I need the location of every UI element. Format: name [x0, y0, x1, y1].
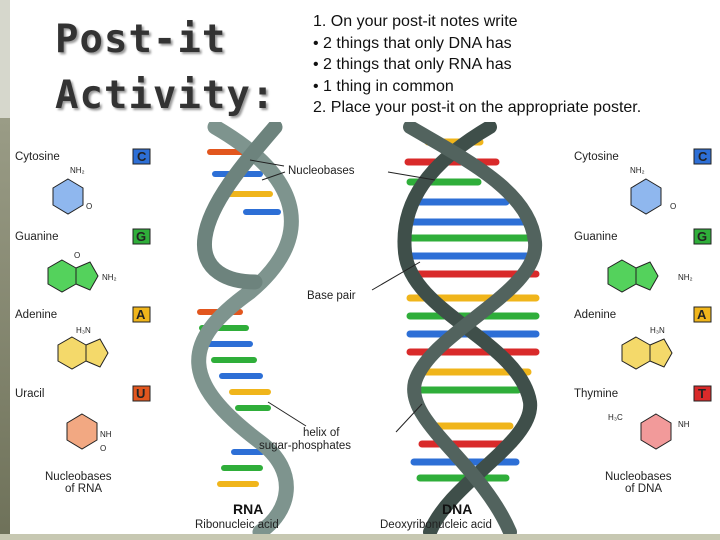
- dna-strand: [403, 122, 543, 534]
- adenine-molecule-icon: [57, 336, 87, 370]
- dna-base-letter-guanine: G: [697, 229, 707, 244]
- rna-title: RNA: [233, 501, 263, 517]
- nucleobases-label: Nucleobases: [288, 165, 355, 177]
- dna-helix-backbone: [397, 122, 543, 534]
- dna-base-name-guanine: Guanine: [574, 231, 617, 243]
- instructions: 1. On your post-it notes write • 2 thing…: [313, 11, 641, 119]
- atom-label: H₃N: [76, 326, 91, 335]
- dna-base-swatch-guanine: [693, 228, 712, 245]
- dna-nucleobase-panel: Cytosine C Guanine G Adenine A Thymine T…: [574, 148, 712, 495]
- atom-labels: NH₂ O NH₂ O H₃N NH O NH₂ O NH₂ H₃N H₃C N…: [70, 166, 693, 453]
- atom-label: NH₂: [70, 166, 85, 175]
- thymine-molecule-icon: [640, 413, 672, 450]
- uracil-molecule-icon: [66, 413, 98, 450]
- atom-label: NH₂: [678, 273, 693, 282]
- rna-base-swatch-cytosine: [132, 148, 151, 165]
- dna-base-letter-thymine: T: [698, 386, 706, 401]
- dna-base-swatch-cytosine: [693, 148, 712, 165]
- rna-base-letter-cytosine: C: [137, 149, 147, 164]
- page-title: Post-it Activity:: [55, 17, 276, 118]
- cytosine-molecule-icon: [630, 178, 662, 215]
- dna-base-name-adenine: Adenine: [574, 309, 616, 321]
- adenine-ring-icon: [649, 338, 673, 368]
- rna-base-name-cytosine: Cytosine: [15, 151, 60, 163]
- instruction-line: 1. On your post-it notes write: [313, 13, 518, 30]
- instruction-line: 2. Place your post-it on the appropriate…: [313, 99, 642, 116]
- left-accent-bar-dark: [0, 118, 10, 540]
- instruction-line: • 1 thing in common: [313, 77, 454, 95]
- rna-nucleobase-panel: Cytosine C Guanine G Adenine A Uracil U …: [15, 148, 151, 495]
- rna-base-name-guanine: Guanine: [15, 231, 58, 243]
- callouts: Nucleobases Base pair helix of sugar-pho…: [249, 159, 436, 452]
- rna-helix-backbone: [191, 122, 299, 534]
- nucleobases-arrow-left: [249, 159, 285, 167]
- rna-base-swatch-guanine: [132, 228, 151, 245]
- guanine-molecule-icon: [607, 259, 637, 293]
- atom-label: O: [86, 202, 92, 211]
- helix-label-line2: sugar-phosphates: [259, 440, 351, 452]
- atom-label: H₃C: [608, 413, 623, 422]
- atom-label: NH: [100, 430, 112, 439]
- atom-label: H₃N: [650, 326, 665, 335]
- dna-caption-line1: Nucleobases: [605, 471, 672, 483]
- rna-dna-diagram: Cytosine C Guanine G Adenine A Uracil U …: [10, 122, 720, 534]
- helix-arrow-left: [267, 401, 307, 427]
- rna-base-name-adenine: Adenine: [15, 309, 57, 321]
- dna-base-swatch-adenine: [693, 306, 712, 323]
- dna-title: DNA: [442, 501, 472, 517]
- dna-base-letter-cytosine: C: [698, 149, 708, 164]
- rna-base-letter-adenine: A: [136, 307, 146, 322]
- rna-caption-line1: Nucleobases: [45, 471, 112, 483]
- dna-base-swatch-thymine: [693, 385, 712, 402]
- rna-strand: [191, 122, 299, 534]
- adenine-molecule-icon: [621, 336, 651, 370]
- atom-label: NH₂: [630, 166, 645, 175]
- captions: RNA Ribonucleic acid DNA Deoxyribonuclei…: [195, 501, 492, 531]
- rna-base-letter-uracil: U: [136, 386, 145, 401]
- bottom-strip: [0, 534, 720, 540]
- atom-label: O: [74, 251, 80, 260]
- atom-label: NH: [678, 420, 690, 429]
- nucleobases-arrow-right: [387, 171, 436, 181]
- guanine-molecule-icon: [47, 259, 77, 293]
- rna-subtitle: Ribonucleic acid: [195, 519, 279, 531]
- guanine-ring-icon: [635, 261, 659, 291]
- rna-base-name-uracil: Uracil: [15, 388, 44, 400]
- guanine-ring-icon: [75, 261, 99, 291]
- base-pair-arrow: [371, 261, 421, 291]
- rna-strand-segment: [197, 122, 283, 290]
- dna-caption-line2: of DNA: [625, 483, 662, 495]
- dna-subtitle: Deoxyribonucleic acid: [380, 519, 492, 531]
- nucleobases-arrow-left-2: [261, 171, 286, 181]
- instruction-line: • 2 things that only RNA has: [313, 56, 512, 73]
- instruction-line: • 2 things that only DNA has: [313, 34, 512, 52]
- rna-base-letter-guanine: G: [136, 229, 146, 244]
- atom-label: O: [100, 444, 106, 453]
- dna-base-name-cytosine: Cytosine: [574, 151, 619, 163]
- rna-base-swatch-uracil: [132, 385, 151, 402]
- adenine-ring-icon: [85, 338, 109, 368]
- rna-base-swatch-adenine: [132, 306, 151, 323]
- rna-caption-line2: of RNA: [65, 483, 102, 495]
- atom-label: NH₂: [102, 273, 117, 282]
- dna-base-name-thymine: Thymine: [574, 388, 618, 400]
- helix-arrow-right: [395, 403, 423, 433]
- base-pair-label: Base pair: [307, 290, 356, 302]
- cytosine-molecule-icon: [52, 178, 84, 215]
- dna-base-letter-adenine: A: [697, 307, 707, 322]
- helix-label-line1: helix of: [303, 427, 340, 439]
- atom-label: O: [670, 202, 676, 211]
